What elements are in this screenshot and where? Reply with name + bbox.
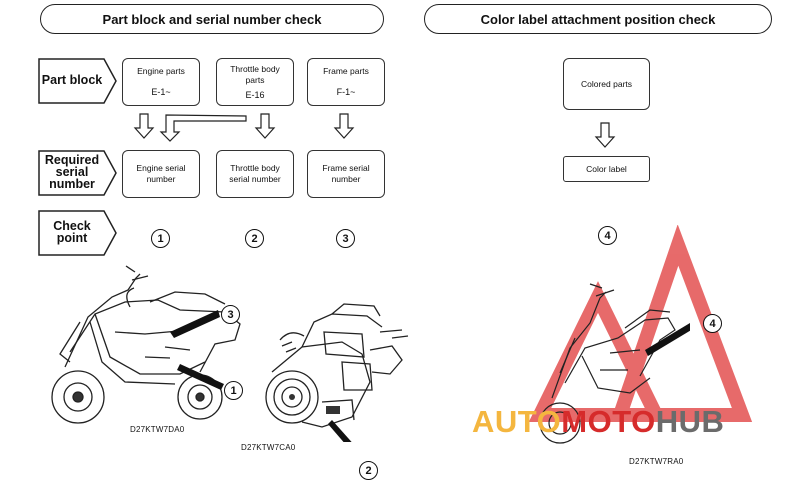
color-label-header: Color label attachment position check (424, 4, 772, 34)
throttle-body-illustration (265, 303, 409, 442)
flow-arrows (133, 113, 355, 142)
color-label-box: Color label (563, 156, 650, 182)
check-point-4: 4 (598, 226, 617, 245)
watermark-text: AUTOMOTOHUB (472, 404, 725, 439)
part-block-row-label: Part block (38, 58, 118, 104)
right-figure-code: D27KTW7RA0 (629, 457, 684, 466)
scooter-illustration (51, 265, 241, 424)
scooter-callout-1: 1 (224, 381, 243, 400)
engine-serial-box: Engine serial number (122, 150, 200, 198)
right-scooter-illustration (539, 283, 690, 444)
throttle-serial-box: Throttle body serial number (216, 150, 294, 198)
check-point-2: 2 (245, 229, 264, 248)
throttle-figure-code: D27KTW7CA0 (241, 443, 296, 452)
throttle-callout-2: 2 (359, 461, 378, 480)
colored-parts-box: Colored parts (563, 58, 650, 110)
part-block-header: Part block and serial number check (40, 4, 384, 34)
check-point-row-label: Check point (38, 210, 118, 256)
right-scooter-callout-4: 4 (703, 314, 722, 333)
color-flow-arrow (594, 122, 616, 148)
check-point-3: 3 (336, 229, 355, 248)
required-serial-row-label: Required serial number (38, 150, 118, 196)
scooter-figure-code: D27KTW7DA0 (130, 425, 185, 434)
check-point-1: 1 (151, 229, 170, 248)
scooter-callout-3: 3 (221, 305, 240, 324)
frame-serial-box: Frame serial number (307, 150, 385, 198)
